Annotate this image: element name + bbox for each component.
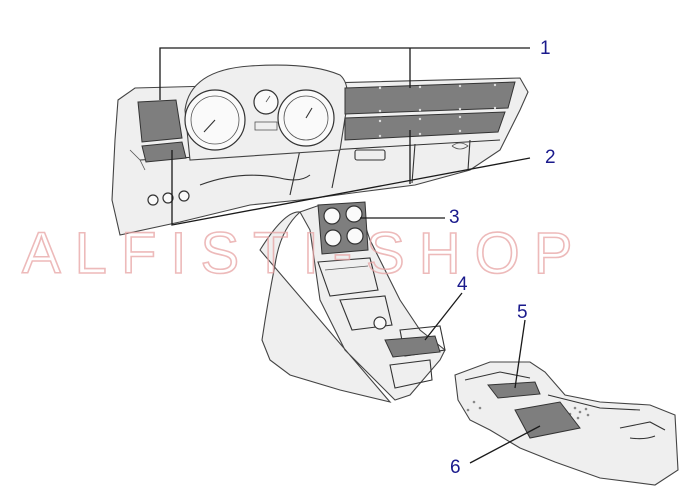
callout-5: 5 [517, 302, 528, 323]
callout-4: 4 [457, 274, 468, 295]
part-6-rear-tray-large [514, 401, 581, 439]
callout-3: 3 [449, 207, 460, 228]
part-4-console-tray [384, 335, 441, 358]
callout-1: 1 [540, 38, 551, 59]
callout-2: 2 [545, 147, 556, 168]
part-2-dash-lower-trim [141, 111, 506, 163]
part-5-rear-tray-small [487, 381, 541, 399]
leader-lines [159, 47, 541, 464]
part-1-dash-trim [137, 81, 516, 143]
part-3-console-gauge-panel [317, 201, 369, 255]
watermark-text: ALFISTI-SHOP [22, 221, 586, 286]
callout-6: 6 [450, 457, 461, 478]
